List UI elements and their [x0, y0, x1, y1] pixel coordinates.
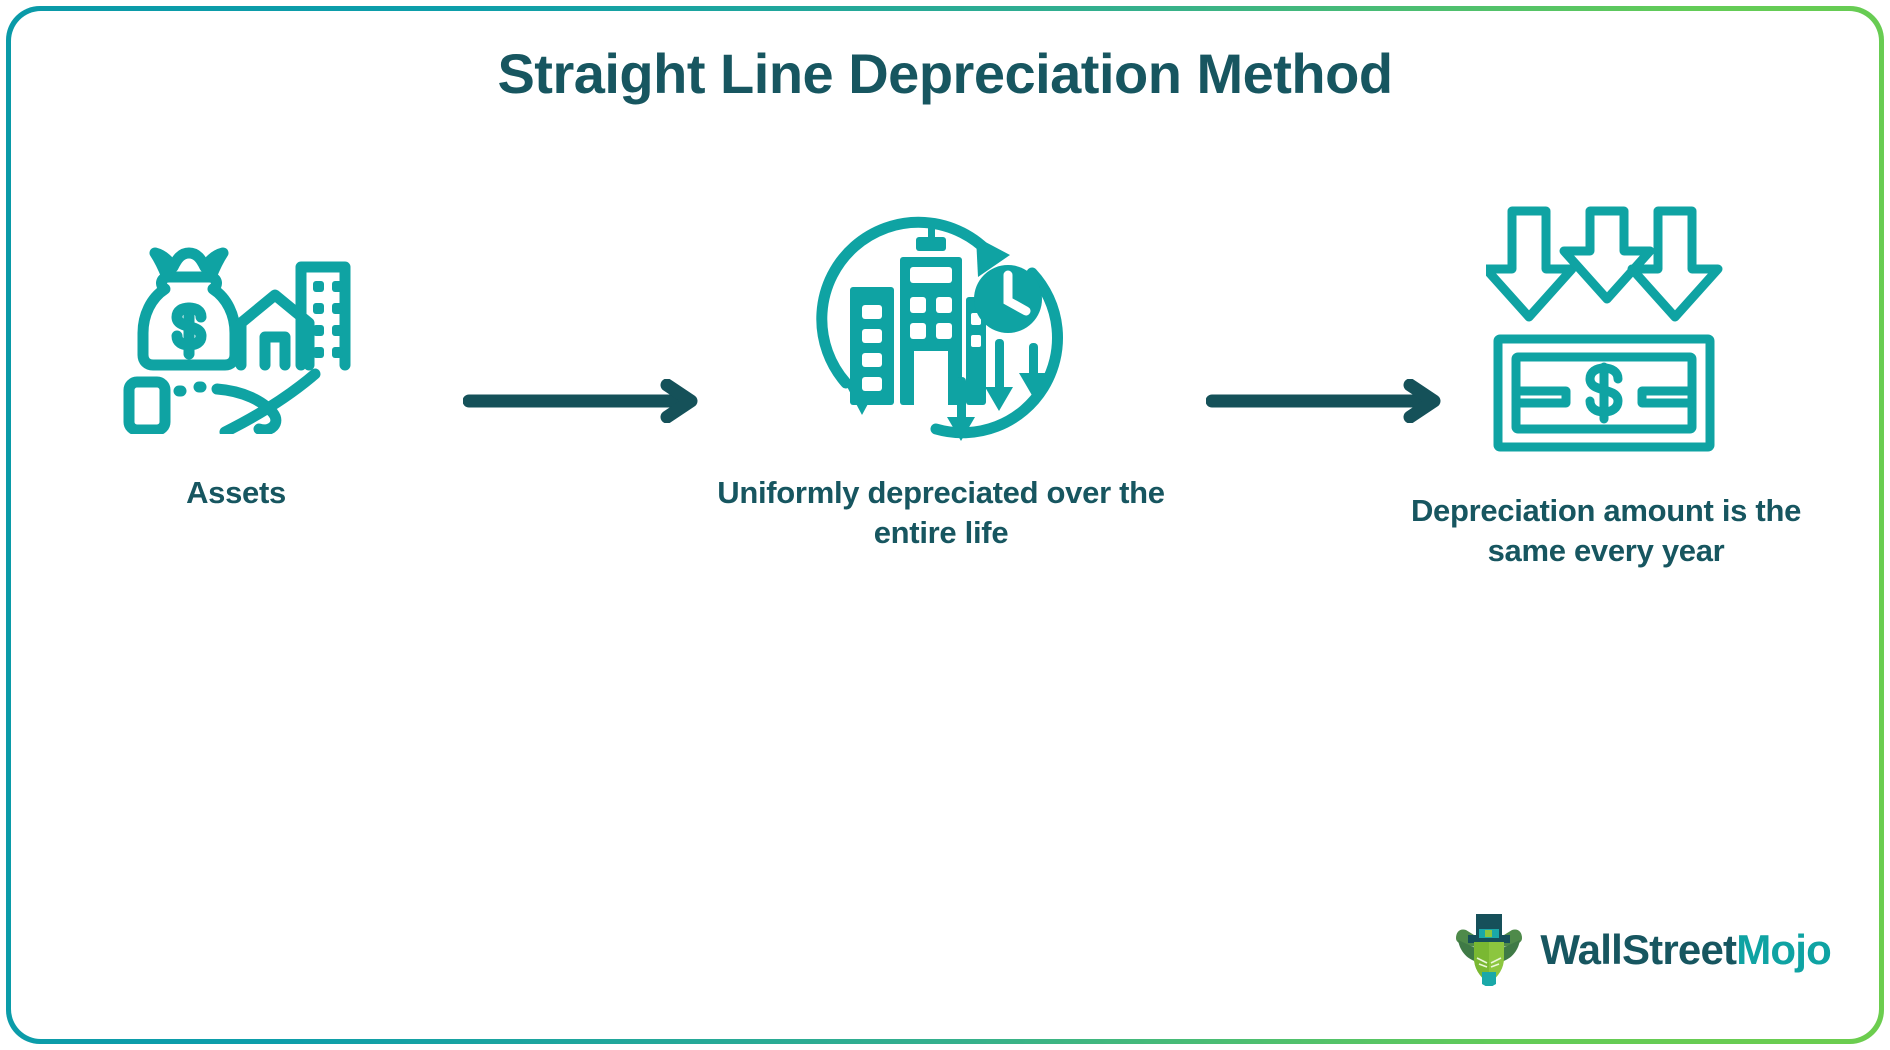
- gradient-border-frame: Straight Line Depreciation Method: [6, 6, 1884, 1044]
- flow-step-label: Depreciation amount is the same every ye…: [1410, 493, 1802, 568]
- flow-diagram: Assets: [11, 201, 1879, 721]
- arrow-right-2-icon: [1205, 378, 1456, 428]
- flow-step-label: Uniformly depreciated over the entire li…: [717, 475, 1165, 550]
- recycle-buildings-clock-down-arrows-icon: [711, 201, 1171, 451]
- logo-wordmark: WallStreetMojo: [1540, 925, 1832, 973]
- bull-with-top-hat-icon: [1452, 908, 1526, 991]
- page-title: Straight Line Depreciation Method: [497, 42, 1393, 105]
- flow-step-label: Assets: [186, 475, 286, 510]
- content-area: Straight Line Depreciation Method: [11, 11, 1879, 1039]
- logo-text-wallstreet: WallStreet: [1540, 925, 1737, 973]
- arrow-right-1-icon: [462, 378, 713, 428]
- flow-step-uniform-depreciation: Uniformly depreciated over the entire li…: [711, 201, 1171, 552]
- wallstreetmojo-logo[interactable]: WallStreetMojo: [1452, 908, 1832, 991]
- logo-text-mojo: Mojo: [1736, 925, 1832, 973]
- flow-step-assets: Assets: [71, 201, 401, 513]
- down-arrows-banknote-dollar-icon: [1386, 201, 1826, 451]
- assets-hand-money-bag-buildings-icon: [71, 201, 401, 451]
- flow-step-same-amount: Depreciation amount is the same every ye…: [1386, 201, 1826, 570]
